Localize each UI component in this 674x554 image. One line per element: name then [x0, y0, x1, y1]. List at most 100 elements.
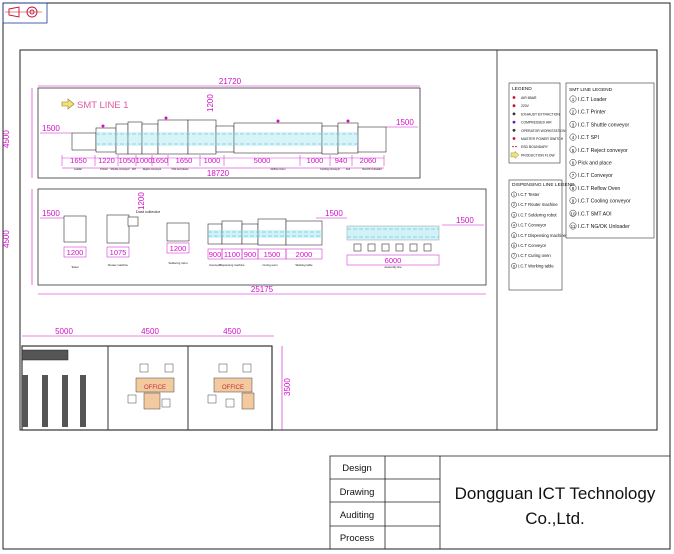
smt-segment-dim: 5000 [254, 156, 271, 165]
legend-symbol-icon [512, 120, 516, 124]
dispense-width-dim: 1500 [264, 250, 281, 259]
number-circle-icon [569, 197, 577, 205]
legend-item: 220V [521, 104, 530, 108]
legend-number: 7 [513, 254, 515, 258]
legend-number: 4 [513, 224, 515, 228]
dispense-right-gap-dim: 1500 [456, 216, 474, 225]
assembly-line [346, 225, 440, 252]
smt-segment-dim: 1000 [136, 156, 153, 165]
smt-legend-item: I.C.T Reject conveyor [578, 148, 628, 154]
smt-segment-dim: 1650 [152, 156, 169, 165]
dispense-machine-label: Router machine [108, 263, 128, 267]
dispense-legend-item: I.C.T Working table [518, 263, 554, 268]
legend-number: 6 [572, 161, 575, 166]
smt-machine [233, 122, 323, 154]
production-flow-arrow-icon [61, 98, 75, 110]
smt-line-area: 21720 4500 1500 1500 1200 SMT LINE 1 [2, 77, 421, 179]
number-circle-icon [511, 263, 517, 269]
smt-segment-dim: 940 [335, 156, 348, 165]
smt-legend-title: SMT LINE LEGEND [569, 87, 613, 93]
title-row-auditing: Auditing [340, 510, 374, 521]
dispense-width-dim: 1200 [170, 244, 187, 253]
dispensing-line-area: 4500 1500 1200 1500 1500 [2, 188, 487, 295]
legend-symbol-icon [512, 104, 516, 108]
dispense-width-dim: 1100 [224, 250, 240, 259]
office-depth-dim: 3500 [283, 378, 292, 396]
office-desk-label: OFFICE [144, 385, 166, 391]
number-circle-icon [511, 191, 517, 198]
dispense-machine-label: Dispensing machine [219, 263, 245, 267]
number-circle-icon [569, 146, 577, 154]
number-circle-icon [569, 120, 577, 128]
smt-machine-name: Loader [74, 167, 82, 171]
dispense-legend-item: I.C.T Router machine [518, 202, 558, 207]
number-circle-icon [569, 209, 577, 217]
title-row-drawing: Drawing [340, 487, 375, 498]
smt-machine-name: NG/OK Unloader [362, 167, 382, 171]
legend-number: 1 [513, 193, 515, 197]
drawing-frame [19, 49, 658, 431]
legend-item: EXHAUST EXTRACTION [521, 112, 560, 116]
smt-bottom-total-dim: 18720 [207, 169, 230, 178]
smt-legend-item: I.C.T Printer [578, 110, 606, 116]
smt-legend-item: I.C.T Loader [578, 97, 607, 103]
smt-legend-item: I.C.T Shuttle conveyor [578, 122, 629, 128]
legend-number: 8 [513, 264, 515, 268]
legend-item: OPERATOR WORKSTATION [521, 129, 566, 133]
smt-segment-dim: 1000 [204, 156, 221, 165]
legend-item: MASTER POWER SWITCH [521, 137, 564, 141]
number-circle-icon [511, 242, 517, 249]
working-table [285, 220, 323, 246]
number-circle-icon [569, 108, 577, 116]
dispense-width-dim: 1075 [110, 248, 127, 257]
dispense-legend-item: I.C.T Conveyor [518, 223, 547, 228]
dispense-mid-gap-dim: 1500 [325, 209, 343, 218]
legend-symbol-icon [512, 137, 516, 140]
smt-conveyor-band [96, 132, 358, 146]
legend-number: 9 [572, 199, 575, 204]
number-circle-icon [511, 201, 517, 208]
smt-legend-item: Pick and place [578, 161, 612, 167]
title-row-design: Design [342, 463, 372, 474]
smt-machine-name: Shuttle conveyor [110, 167, 129, 171]
projection-symbol-icon [2, 2, 48, 24]
smt-segment-dim: 1000 [307, 156, 324, 165]
general-legend: LEGEND AIR 6BAR 220V EXHAUST EXTRACTION COM… [508, 82, 566, 164]
dispense-machine-label: Curing oven [262, 263, 278, 267]
smt-conveyor-height-dim: 1200 [206, 94, 215, 112]
number-circle-icon [511, 222, 517, 228]
smt-legend-item: I.C.T SMT AOI [578, 211, 612, 217]
company-name-line2: Co.,Ltd. [525, 509, 585, 528]
dispense-width-dim: 6000 [385, 256, 402, 265]
legend-number: 11 [571, 224, 576, 229]
legend-symbol-icon [512, 112, 516, 116]
legend-symbol-icon [512, 96, 516, 99]
dispense-width-dim: 1200 [67, 248, 84, 257]
dispensing-line-boundary [37, 188, 487, 286]
title-block: Design Drawing Auditing Process Dongguan… [329, 455, 671, 550]
legend-number: 2 [513, 203, 515, 207]
legend-title: LEGEND [512, 86, 532, 92]
dispense-legend-item: I.C.T Tester [518, 192, 540, 197]
number-circle-icon [511, 212, 517, 218]
dispense-legend-title: DISPENSING LINE LEGEND [512, 182, 575, 188]
smt-machine-name: Printer [100, 167, 108, 171]
smt-height-dim: 4500 [2, 130, 11, 148]
legend-item: AIR 6BAR [521, 96, 537, 100]
dispense-width-dim: 2000 [296, 250, 313, 259]
legend-number: 4 [572, 135, 575, 140]
number-circle-icon [569, 133, 577, 141]
legend-item: COMPRESSED AIR [521, 121, 552, 125]
dispense-machine-label: Working table [295, 263, 312, 267]
smt-segment-dim: 1650 [70, 156, 87, 165]
smt-legend-item: I.C.T Conveyor [578, 173, 613, 179]
legend-number: 1 [572, 97, 575, 102]
smt-legend-item: I.C.T SPI [578, 135, 599, 141]
smt-machine-name: Pick and place [172, 167, 189, 171]
dispense-machine-label: Dust collector [136, 209, 161, 214]
dispense-dust-height-dim: 1200 [137, 192, 146, 210]
smt-machine [357, 126, 387, 153]
